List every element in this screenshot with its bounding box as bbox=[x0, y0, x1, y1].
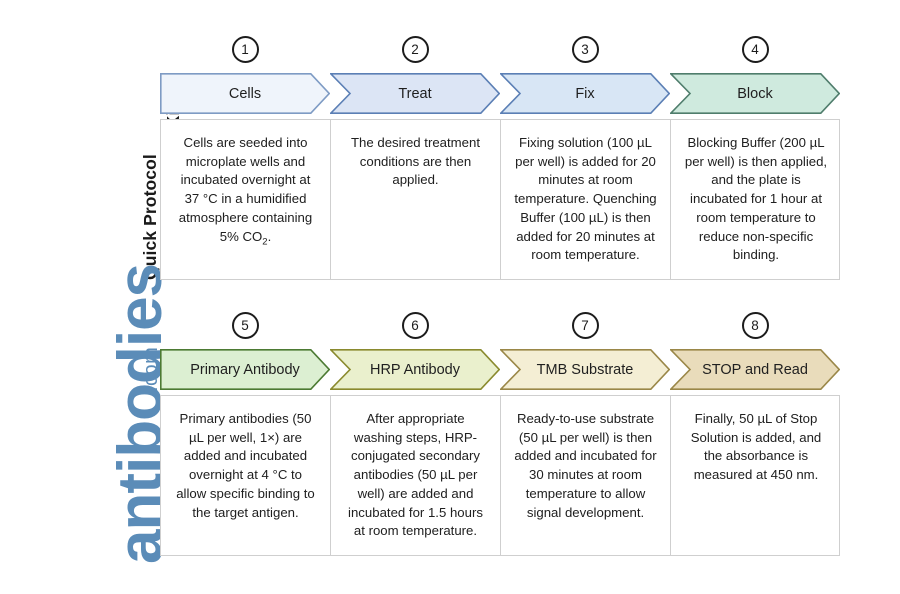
chevron-step-6[interactable]: HRP Antibody bbox=[330, 349, 500, 390]
chevron-shape bbox=[670, 73, 840, 114]
description-panel-6: After appropriate washing steps, HRP-con… bbox=[331, 396, 501, 555]
chevron-step-4[interactable]: Block bbox=[670, 73, 840, 114]
description-panel-1: Cells are seeded into microplate wells a… bbox=[161, 120, 331, 279]
step-number-strip: 1 2 3 4 bbox=[160, 36, 850, 73]
description-text: Finally, 50 µL of Stop Solution is added… bbox=[690, 411, 822, 483]
step-number-badge-5: 5 bbox=[231, 312, 259, 339]
chevron-shape bbox=[330, 73, 500, 114]
description-panel-2: The desired treatment conditions are the… bbox=[331, 120, 501, 279]
chevron-step-label: HRP Antibody bbox=[369, 361, 460, 378]
description-text: After appropriate washing steps, HRP-con… bbox=[348, 411, 483, 539]
description-panel-7: Ready-to-use substrate (50 µL per well) … bbox=[501, 396, 671, 555]
description-text: Ready-to-use substrate (50 µL per well) … bbox=[514, 411, 657, 520]
step-number-badge-4: 4 bbox=[741, 36, 769, 63]
chevron-shape bbox=[670, 349, 840, 390]
chevron-shape bbox=[500, 73, 670, 114]
page-title-line-2: Quick Protocol bbox=[140, 154, 160, 280]
brand-logo: antibodies .com bbox=[22, 264, 175, 576]
description-panel-5: Primary antibodies (50 µL per well, 1×) … bbox=[161, 396, 331, 555]
description-text: Fixing solution (100 µL per well) is add… bbox=[514, 135, 657, 263]
description-text: Primary antibodies (50 µL per well, 1×) … bbox=[176, 411, 315, 520]
chevron-step-5[interactable]: Primary Antibody bbox=[160, 349, 330, 390]
description-panel-3: Fixing solution (100 µL per well) is add… bbox=[501, 120, 671, 279]
chevron-step-2[interactable]: Treat bbox=[330, 73, 500, 114]
chevron-step-label: Cells bbox=[228, 85, 262, 102]
chevron-band: Cells Treat Fix Block bbox=[160, 73, 840, 114]
step-number-badge-6: 6 bbox=[401, 312, 429, 339]
step-number-badge-3: 3 bbox=[571, 36, 599, 63]
chevron-band: Primary Antibody HRP Antibody TMB Substrat… bbox=[160, 349, 840, 390]
chevron-step-label: Treat bbox=[398, 85, 432, 102]
description-text: Cells are seeded into microplate wells a… bbox=[178, 135, 313, 248]
step-number-badge-1: 1 bbox=[231, 36, 259, 63]
chevron-step-label: STOP and Read bbox=[702, 361, 808, 378]
chevron-step-7[interactable]: TMB Substrate bbox=[500, 349, 670, 390]
description-text: The desired treatment conditions are the… bbox=[350, 135, 480, 188]
chevron-step-label: Fix bbox=[575, 85, 595, 102]
step-number-badge-8: 8 bbox=[741, 312, 769, 339]
chevron-step-label: Primary Antibody bbox=[190, 361, 300, 378]
chevron-step-3[interactable]: Fix bbox=[500, 73, 670, 114]
chevron-step-label: TMB Substrate bbox=[536, 361, 634, 378]
description-panel-row: Cells are seeded into microplate wells a… bbox=[160, 119, 840, 280]
chevron-step-label: Block bbox=[737, 85, 773, 102]
step-number-badge-7: 7 bbox=[571, 312, 599, 339]
chevron-shape bbox=[330, 349, 500, 390]
chevron-shape bbox=[160, 349, 330, 390]
chevron-shape bbox=[500, 349, 670, 390]
subscript: 2 bbox=[262, 236, 268, 248]
description-panel-row: Primary antibodies (50 µL per well, 1×) … bbox=[160, 395, 840, 556]
step-number-strip: 5 6 7 8 bbox=[160, 312, 850, 349]
chevron-shape bbox=[160, 73, 330, 114]
chevron-step-1[interactable]: Cells bbox=[160, 73, 330, 114]
chevron-step-8[interactable]: STOP and Read bbox=[670, 349, 840, 390]
description-panel-8: Finally, 50 µL of Stop Solution is added… bbox=[671, 396, 841, 555]
step-number-badge-2: 2 bbox=[401, 36, 429, 63]
description-panel-4: Blocking Buffer (200 µL per well) is the… bbox=[671, 120, 841, 279]
description-text: Blocking Buffer (200 µL per well) is the… bbox=[684, 135, 828, 263]
